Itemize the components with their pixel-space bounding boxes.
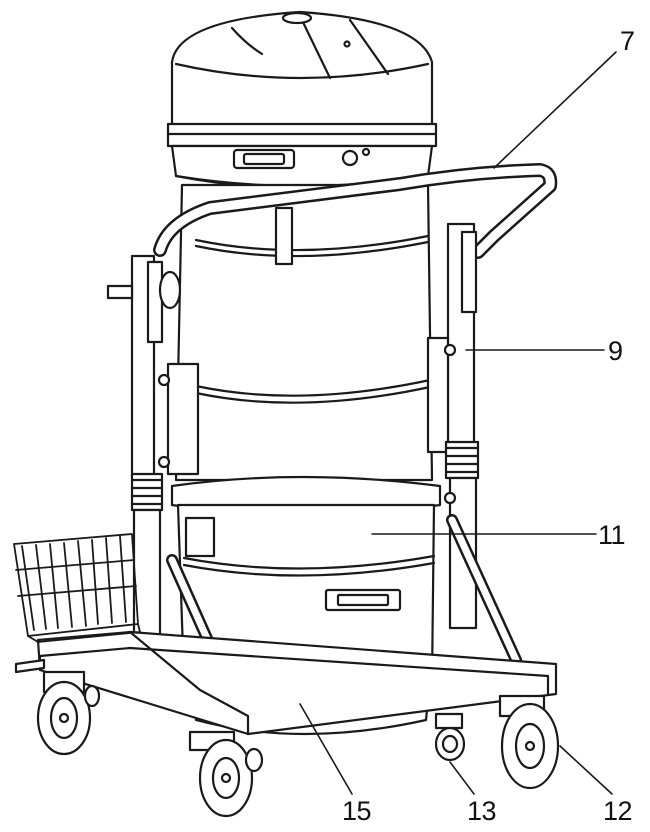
caster-front-left	[36, 670, 101, 756]
callout-12: 12	[603, 796, 633, 826]
caster-rear-13	[434, 712, 466, 762]
leader-line-13	[449, 761, 475, 795]
caster-front-middle	[188, 730, 264, 818]
chassis	[14, 630, 558, 736]
callout-15: 15	[342, 796, 372, 826]
push-handle	[153, 163, 558, 266]
callout-9: 9	[608, 336, 623, 366]
leader-line-12	[559, 745, 613, 795]
wire-basket	[13, 533, 141, 643]
motor-head	[166, 10, 438, 200]
left-upright	[106, 254, 200, 662]
leader-lines	[299, 51, 617, 795]
container-body	[174, 183, 434, 482]
callout-13: 13	[467, 796, 497, 826]
leader-line-15	[299, 703, 353, 795]
caster-front-right	[498, 694, 560, 790]
leader-line-7	[493, 51, 617, 169]
callout-11: 11	[598, 520, 626, 550]
callout-7: 7	[620, 26, 635, 56]
